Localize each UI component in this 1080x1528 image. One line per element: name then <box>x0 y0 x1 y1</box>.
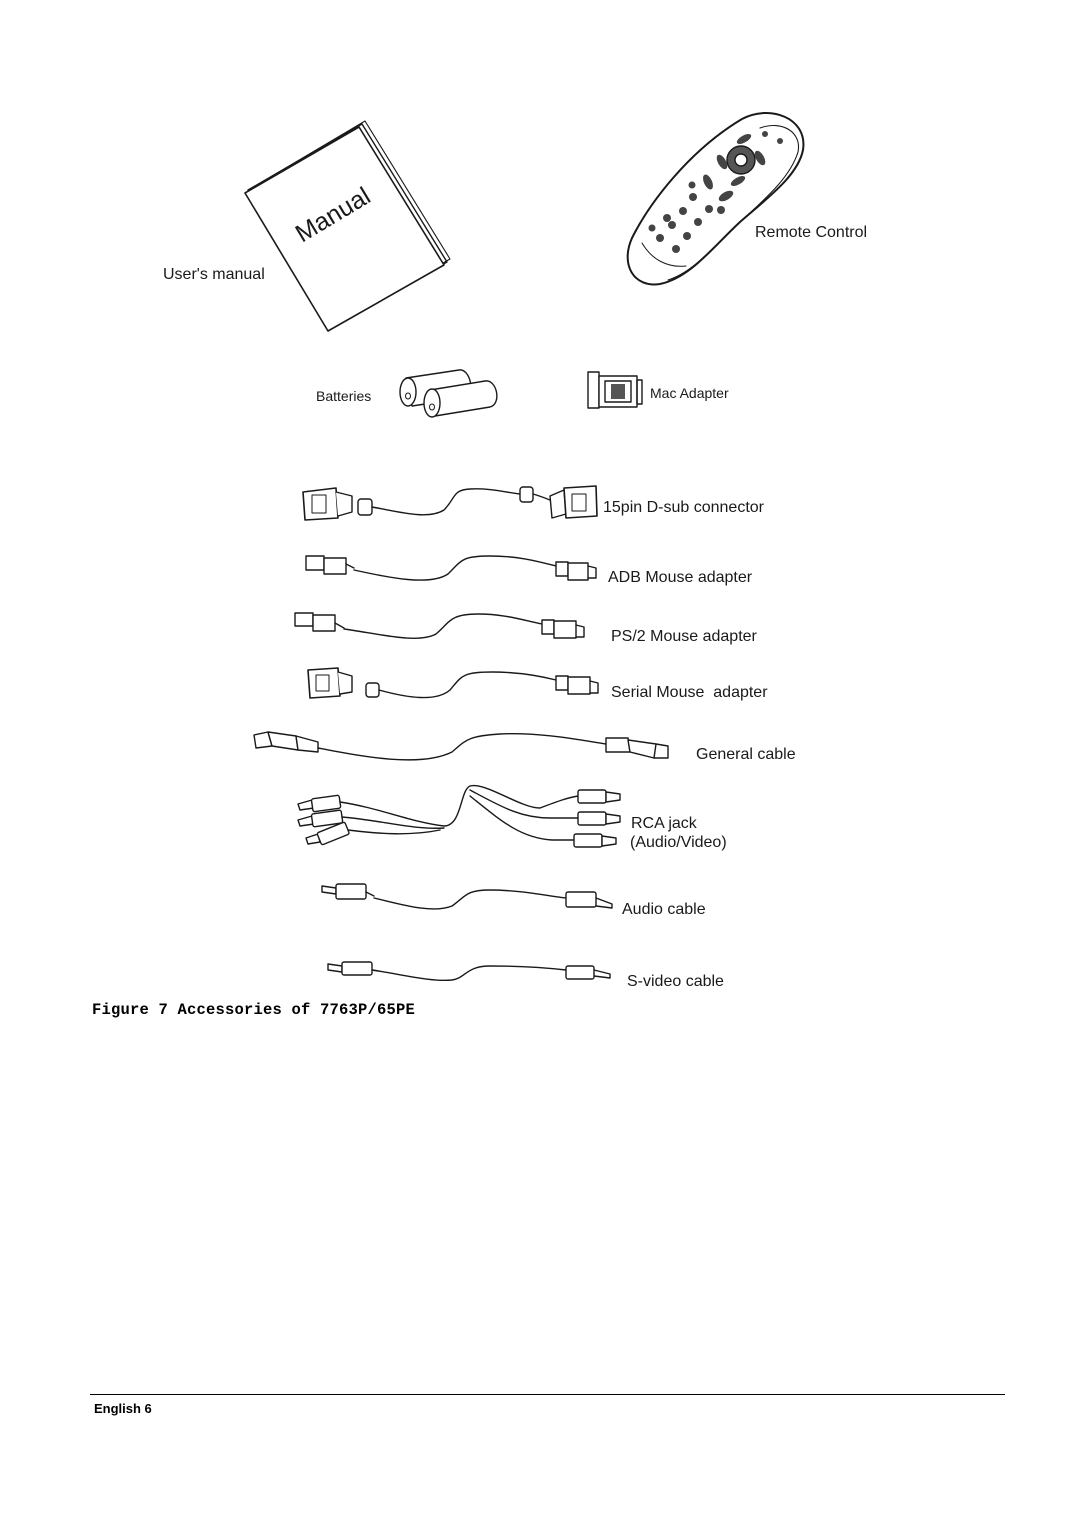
general-cable-icon <box>253 731 669 761</box>
svideo-cable-icon <box>327 961 611 982</box>
audio-cable-icon <box>321 883 613 910</box>
adb-cable-icon <box>305 555 597 581</box>
rca-jack-label: RCA jack <box>631 815 698 832</box>
users-manual-label: User's manual <box>163 266 265 283</box>
batteries-icon <box>399 369 498 418</box>
remote-control-icon <box>626 111 805 286</box>
audio-cable-label: Audio cable <box>622 901 706 918</box>
serial-mouse-adapter-label: Serial Mouse adapter <box>611 684 768 701</box>
rca-audio-video-label: (Audio/Video) <box>630 834 727 851</box>
batteries-label: Batteries <box>316 388 371 404</box>
general-cable-label: General cable <box>696 746 796 763</box>
rca-cable-icon <box>297 785 621 848</box>
footer-page-label: English 6 <box>94 1401 152 1416</box>
mac-adapter-icon <box>587 371 643 409</box>
ps2-mouse-adapter-label: PS/2 Mouse adapter <box>611 628 758 645</box>
serial-cable-icon <box>307 667 599 699</box>
svideo-cable-label: S-video cable <box>627 973 724 990</box>
figure-caption: Figure 7 Accessories of 7763P/65PE <box>92 1001 416 1019</box>
manual-booklet-icon <box>244 120 451 332</box>
dsub-connector-label: 15pin D-sub connector <box>603 499 765 516</box>
ps2-cable-icon <box>294 612 585 639</box>
mac-adapter-label: Mac Adapter <box>650 385 729 401</box>
dsub-cable-icon <box>302 485 598 521</box>
adb-mouse-adapter-label: ADB Mouse adapter <box>608 569 753 586</box>
remote-control-label: Remote Control <box>755 224 867 241</box>
footer-divider <box>90 1394 1005 1395</box>
